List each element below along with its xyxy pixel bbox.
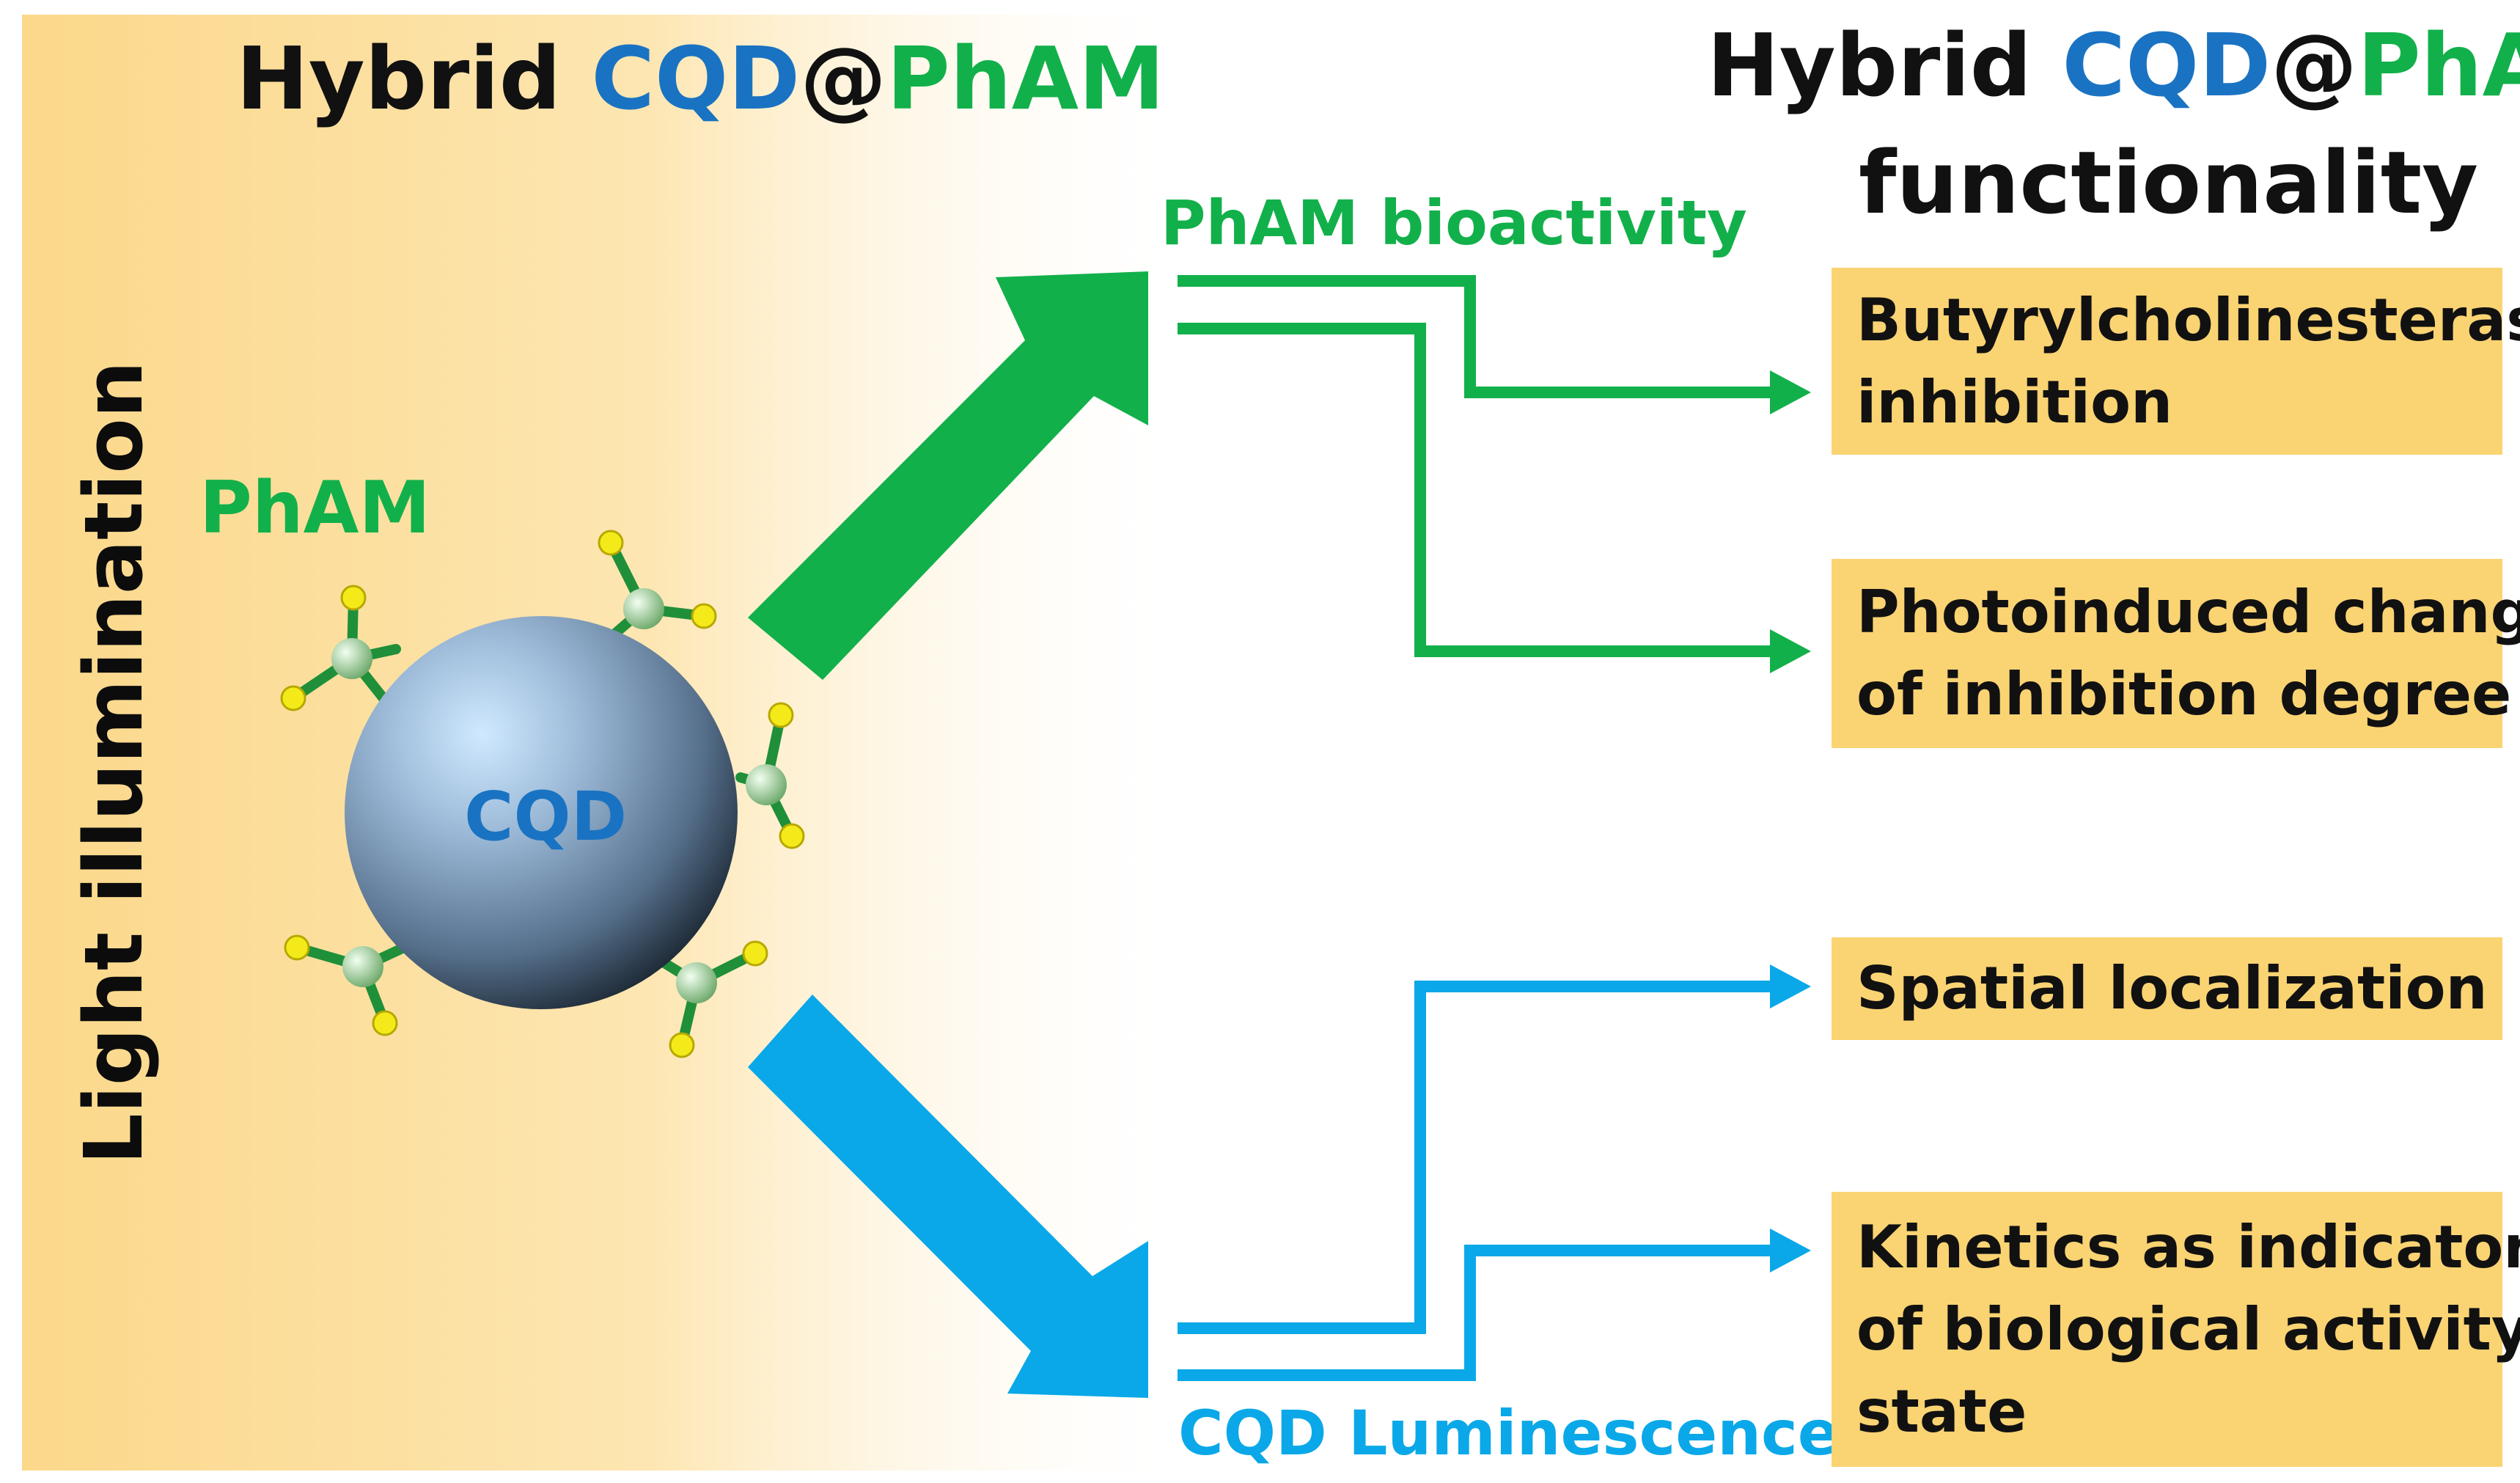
blue-arrowhead-1: [1770, 964, 1811, 1008]
right-title-line2: functionality: [1859, 132, 2479, 233]
outcome-4-line-1: Kinetics as indicator: [1856, 1212, 2520, 1281]
ligand-label: PhAM: [199, 466, 430, 550]
right-title-pham: PhAM: [2357, 15, 2520, 116]
left-title-prefix: Hybrid: [236, 28, 592, 129]
blue-line-2: [1178, 1245, 1774, 1381]
side-label: Light illumination: [67, 360, 161, 1165]
left-title-cqd: CQD: [591, 28, 801, 129]
ligand-atoms: [280, 530, 805, 1058]
blue-arrowhead-2: [1770, 1228, 1811, 1273]
green-arrow: [748, 271, 1148, 680]
left-title: Hybrid CQD@PhAM: [236, 35, 1164, 122]
green-line-2: [1178, 323, 1774, 657]
outcome-box-2: Photoinduced change of inhibition degree: [1832, 559, 2520, 748]
core-label: CQD: [464, 777, 628, 856]
top-branch-label: PhAM bioactivity: [1161, 187, 1747, 259]
right-title-prefix: Hybrid: [1707, 15, 2062, 116]
outcome-4-line-2: of biological activity: [1856, 1295, 2520, 1363]
blue-arrow: [748, 995, 1148, 1398]
bottom-branch-label: CQD Luminescence: [1178, 1397, 1840, 1469]
outcome-4-line-3: state: [1856, 1377, 2027, 1446]
green-arrowhead-2: [1770, 629, 1811, 673]
outcome-box-4: Kinetics as indicator of biological acti…: [1832, 1192, 2520, 1467]
outcome-3-line-1: Spatial localization: [1856, 954, 2488, 1022]
outcome-1-line-2: inhibition: [1856, 367, 2173, 436]
green-arrowhead-1: [1770, 370, 1811, 414]
left-title-pham: PhAM: [886, 28, 1165, 129]
left-title-at: @: [800, 28, 887, 129]
right-title: Hybrid CQD@PhAM: [1707, 22, 2520, 109]
outcome-1-line-1: Butyrylcholinesterase: [1856, 285, 2520, 354]
outcome-2-line-2: of inhibition degree: [1856, 660, 2512, 728]
green-line-1: [1178, 275, 1774, 398]
right-title-at: @: [2271, 15, 2358, 116]
blue-line-1: [1178, 981, 1774, 1334]
outcome-box-3: Spatial localization: [1832, 937, 2502, 1040]
outcome-2-line-1: Photoinduced change: [1856, 578, 2520, 646]
cqd-sphere: [345, 616, 738, 1009]
outcome-box-1: Butyrylcholinesterase inhibition: [1832, 268, 2520, 455]
right-title-cqd: CQD: [2062, 15, 2271, 116]
